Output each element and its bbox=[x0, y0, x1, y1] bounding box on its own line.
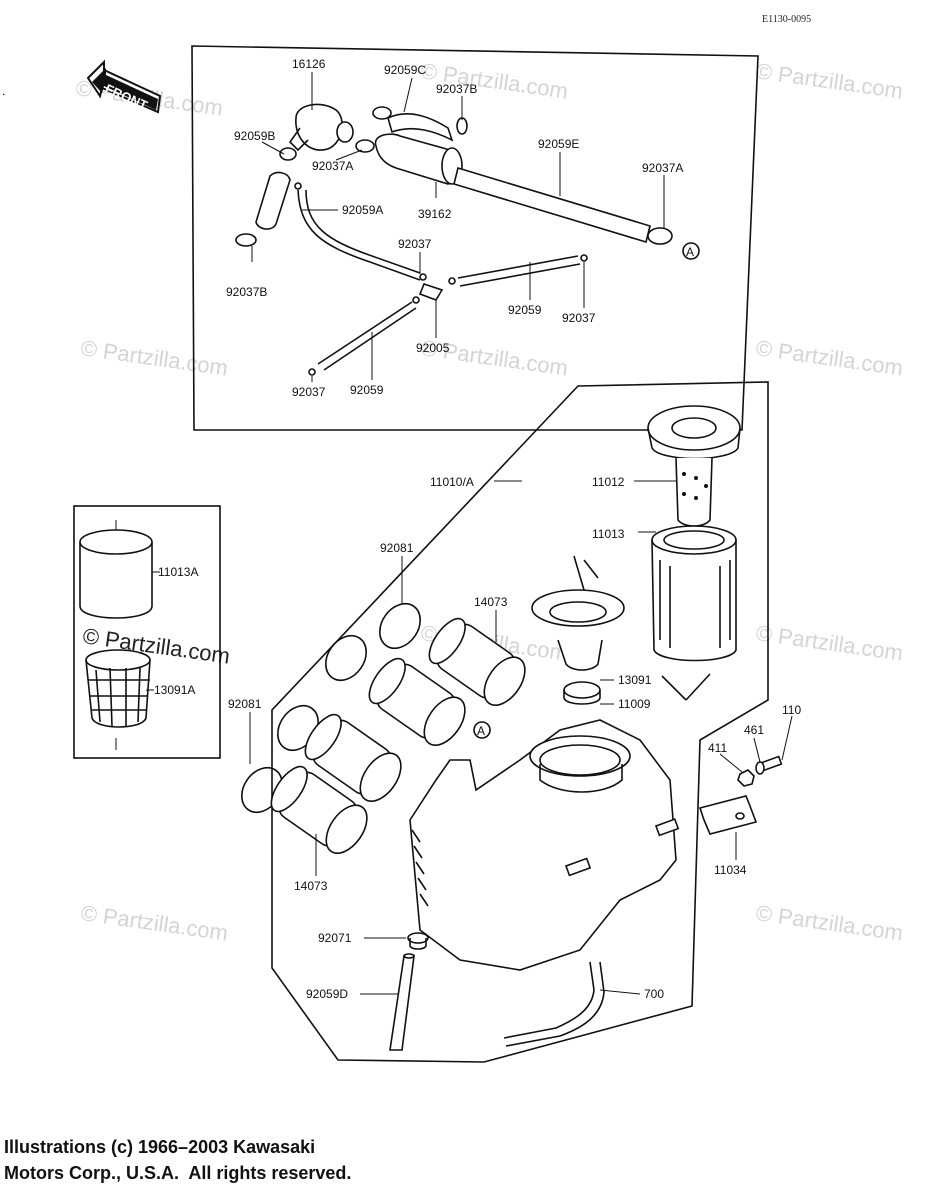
part-label: 92059C bbox=[384, 63, 426, 77]
part-label: 92059B bbox=[234, 129, 275, 143]
part-label: 92037A bbox=[312, 159, 353, 173]
part-label: 13091A bbox=[154, 683, 195, 697]
part-label: 92059 bbox=[508, 303, 542, 317]
part-label: 700 bbox=[644, 987, 664, 1001]
part-label: 411 bbox=[708, 741, 727, 755]
bracket-and-bolts bbox=[698, 755, 783, 835]
part-label: 92059A bbox=[342, 203, 383, 217]
watermark: © Partzilla.com bbox=[754, 900, 904, 945]
part-label: 11034 bbox=[714, 863, 747, 877]
part-label: 92037A bbox=[642, 161, 683, 175]
watermark: © Partzilla.com bbox=[754, 620, 904, 665]
part-label: 92081 bbox=[380, 541, 414, 555]
copyright-line-2: Motors Corp., U.S.A. All rights reserved… bbox=[4, 1163, 352, 1183]
cap-11012 bbox=[647, 405, 741, 527]
part-label: 92005 bbox=[416, 341, 450, 355]
part-label: 14073 bbox=[474, 595, 508, 609]
element-inset-box bbox=[73, 505, 221, 759]
filter-11013 bbox=[651, 525, 737, 701]
parts-diagram: © Partzilla.com © Partzilla.com © Partzi… bbox=[2, 14, 905, 1063]
diagram-code: E1130-0095 bbox=[762, 14, 811, 25]
part-label: 92037 bbox=[398, 237, 432, 251]
top-part-labels: 16126 92059C 92037B 92059B 92037A 92059E… bbox=[226, 57, 683, 399]
part-label: 92037 bbox=[562, 311, 596, 325]
part-label: 92037B bbox=[226, 285, 267, 299]
watermark: © Partzilla.com bbox=[754, 58, 904, 103]
part-label: 11009 bbox=[618, 697, 651, 711]
o-rings-group bbox=[241, 602, 421, 814]
callout-letter: A bbox=[686, 245, 694, 259]
breather-assembly-box bbox=[191, 45, 759, 431]
part-label: 11010/A bbox=[430, 475, 474, 489]
part-label: 11013 bbox=[592, 527, 625, 541]
air-cleaner-assembly-box bbox=[271, 381, 769, 1063]
copyright-notice: Illustrations (c) 1966–2003 Kawasaki Mot… bbox=[4, 1134, 351, 1186]
funnel-13091 bbox=[531, 555, 625, 705]
copyright-line-1: Illustrations (c) 1966–2003 Kawasaki bbox=[4, 1137, 316, 1157]
watermark: © Partzilla.com bbox=[79, 335, 229, 380]
callout-letter: A bbox=[477, 724, 485, 738]
part-label: 92059E bbox=[538, 137, 579, 151]
top-leader-lines bbox=[251, 72, 665, 382]
part-label: 39162 bbox=[418, 207, 452, 221]
part-label: 92059D bbox=[306, 987, 348, 1001]
watermark: © Partzilla.com bbox=[79, 900, 229, 945]
drain-parts bbox=[389, 932, 605, 1051]
housing-11010: A bbox=[409, 719, 680, 971]
main-part-labels: 11010/A 11012 11013 92081 14073 13091 11… bbox=[228, 475, 801, 1001]
element-inset-parts: 11013A 13091A bbox=[79, 520, 198, 750]
part-label: 92037 bbox=[292, 385, 326, 399]
part-label: 110 bbox=[782, 703, 801, 717]
watermark: © Partzilla.com bbox=[754, 335, 904, 380]
ducts-group bbox=[270, 617, 526, 854]
part-label: 92081 bbox=[228, 697, 262, 711]
part-label: 461 bbox=[744, 723, 764, 737]
part-label: 13091 bbox=[618, 673, 652, 687]
part-label: 92071 bbox=[318, 931, 352, 945]
breather-hoses-group: A bbox=[235, 103, 700, 376]
part-label: 11012 bbox=[592, 475, 625, 489]
svg-text:.: . bbox=[2, 84, 5, 98]
part-label: 16126 bbox=[292, 57, 326, 71]
part-label: 92059 bbox=[350, 383, 384, 397]
main-leader-lines bbox=[249, 480, 793, 995]
part-label: 11013A bbox=[158, 565, 198, 579]
part-label: 14073 bbox=[294, 879, 328, 893]
watermark: © Partzilla.com bbox=[419, 58, 569, 103]
part-label: 92037B bbox=[436, 82, 477, 96]
